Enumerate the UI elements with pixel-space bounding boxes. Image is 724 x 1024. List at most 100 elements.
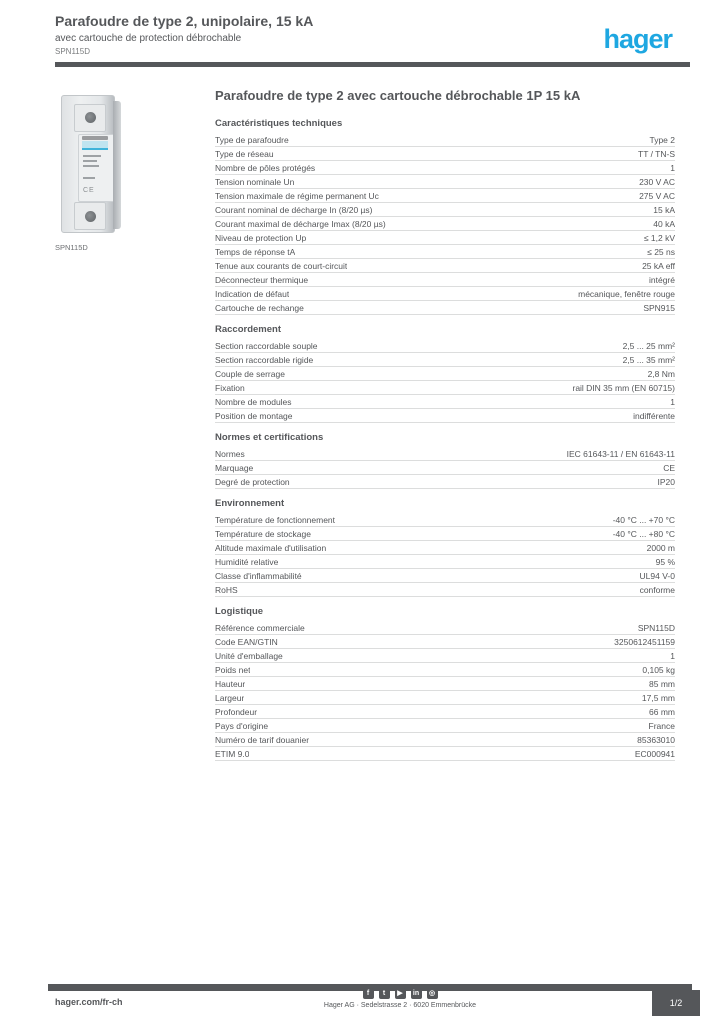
spec-value: EC000941 xyxy=(634,749,675,759)
device-print-line xyxy=(83,177,95,179)
spec-row: Pays d'origine France xyxy=(215,719,675,733)
device-print-line xyxy=(83,165,99,167)
spec-value: 95 % xyxy=(655,557,675,567)
screw-icon xyxy=(85,112,96,123)
spec-label: Température de stockage xyxy=(215,529,311,539)
spec-label: Largeur xyxy=(215,693,245,703)
spec-label: Degré de protection xyxy=(215,477,290,487)
facebook-icon[interactable]: f xyxy=(362,988,374,999)
spec-value: 85363010 xyxy=(637,735,675,745)
footer-website-link[interactable]: hager.com/fr-ch xyxy=(55,997,123,1007)
device-front-panel: CE xyxy=(78,134,116,202)
spec-value: -40 °C ... +80 °C xyxy=(612,529,675,539)
spec-label: Classe d'inflammabilité xyxy=(215,571,302,581)
spec-row: Courant maximal de décharge Imax (8/20 µ… xyxy=(215,217,675,231)
footer-divider xyxy=(48,984,692,991)
spec-value: mécanique, fenêtre rouge xyxy=(578,289,675,299)
spec-value: 2,5 ... 25 mm² xyxy=(622,341,675,351)
section-heading: Caractéristiques techniques xyxy=(215,118,343,129)
section-heading: Logistique xyxy=(215,606,264,617)
spec-label: Humidité relative xyxy=(215,557,279,567)
spec-row: Position de montage indifférente xyxy=(215,409,675,423)
spec-row: Indication de défaut mécanique, fenêtre r… xyxy=(215,287,675,301)
spec-value: TT / TN-S xyxy=(638,149,675,159)
spec-value: -40 °C ... +70 °C xyxy=(612,515,675,525)
spec-row: Section raccordable rigide 2,5 ... 35 mm² xyxy=(215,353,675,367)
youtube-icon[interactable]: ▶ xyxy=(394,988,406,999)
spec-value: ≤ 1,2 kV xyxy=(643,233,675,243)
spec-label: Nombre de modules xyxy=(215,397,292,407)
spec-row: Déconnecteur thermique intégré xyxy=(215,273,675,287)
device-terminal-bottom xyxy=(74,202,106,230)
spec-label: Courant maximal de décharge Imax (8/20 µ… xyxy=(215,219,386,229)
spec-value: 1 xyxy=(670,397,675,407)
spec-row: Nombre de pôles protégés 1 xyxy=(215,161,675,175)
spec-label: Altitude maximale d'utilisation xyxy=(215,543,327,553)
product-reference: SPN115D xyxy=(55,47,90,56)
linkedin-icon[interactable]: in xyxy=(410,988,422,999)
spec-label: Pays d'origine xyxy=(215,721,269,731)
spec-label: Indication de défaut xyxy=(215,289,290,299)
spec-label: Référence commerciale xyxy=(215,623,305,633)
spec-value: indifférente xyxy=(633,411,675,421)
spec-label: Tension maximale de régime permanent Uc xyxy=(215,191,379,201)
spec-row: Nombre de modules 1 xyxy=(215,395,675,409)
spec-label: Section raccordable rigide xyxy=(215,355,314,365)
spec-column: Parafoudre de type 2 avec cartouche débr… xyxy=(215,88,675,761)
spec-value: 0,105 kg xyxy=(642,665,675,675)
spec-value: IP20 xyxy=(657,477,676,487)
spec-label: Courant nominal de décharge In (8/20 µs) xyxy=(215,205,373,215)
twitter-icon[interactable]: t xyxy=(378,988,390,999)
spec-label: Profondeur xyxy=(215,707,258,717)
screw-icon xyxy=(85,211,96,222)
instagram-icon[interactable]: ◎ xyxy=(426,988,438,999)
spec-value: 2,5 ... 35 mm² xyxy=(622,355,675,365)
spec-label: Couple de serrage xyxy=(215,369,285,379)
spec-row: Profondeur 66 mm xyxy=(215,705,675,719)
spec-value: 1 xyxy=(670,163,675,173)
page-title: Parafoudre de type 2 avec cartouche débr… xyxy=(215,88,581,103)
spec-label: Unité d'emballage xyxy=(215,651,283,661)
spec-row: Fixation rail DIN 35 mm (EN 60715) xyxy=(215,381,675,395)
spec-value: 275 V AC xyxy=(639,191,675,201)
spec-label: Normes xyxy=(215,449,245,459)
spec-value: rail DIN 35 mm (EN 60715) xyxy=(572,383,675,393)
device-blue-label xyxy=(82,141,108,150)
spec-value: France xyxy=(648,721,675,731)
spec-row: Référence commerciale SPN115D xyxy=(215,621,675,635)
spec-row: Courant nominal de décharge In (8/20 µs)… xyxy=(215,203,675,217)
spec-label: RoHS xyxy=(215,585,238,595)
spec-label: Déconnecteur thermique xyxy=(215,275,309,285)
spec-label: Position de montage xyxy=(215,411,293,421)
header-divider xyxy=(55,62,690,67)
spec-label: Nombre de pôles protégés xyxy=(215,163,316,173)
product-photo-caption: SPN115D xyxy=(55,243,88,252)
product-title-line2: avec cartouche de protection débrochable xyxy=(55,33,242,44)
spec-value: ≤ 25 ns xyxy=(647,247,675,257)
spec-row: Degré de protection IP20 xyxy=(215,475,675,489)
spec-value: 66 mm xyxy=(649,707,675,717)
footer-address: Hager AG · Sedelstrasse 2 · 6020 Emmenbr… xyxy=(323,1002,477,1009)
spec-value: 25 kA eff xyxy=(642,261,675,271)
section-heading: Raccordement xyxy=(215,324,281,335)
spec-value: CE xyxy=(663,463,675,473)
device-terminal-top xyxy=(74,104,106,132)
spec-label: Fixation xyxy=(215,383,245,393)
spec-value: conforme xyxy=(639,585,675,595)
spec-value: SPN115D xyxy=(637,623,675,633)
spec-value: intégré xyxy=(649,275,675,285)
